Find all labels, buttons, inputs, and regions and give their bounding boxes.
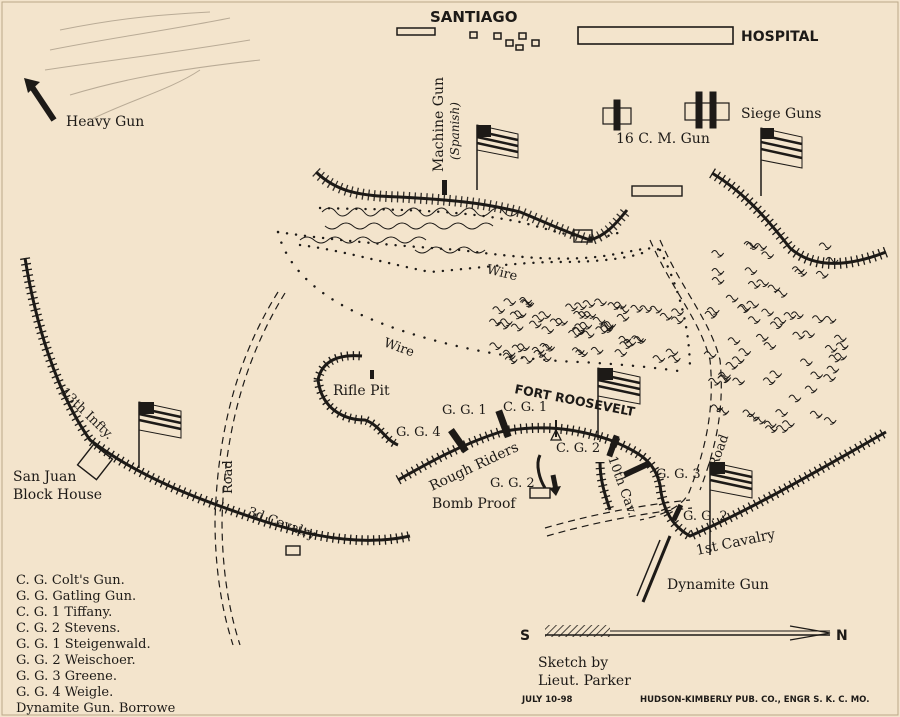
hospital-label: HOSPITAL: [741, 29, 818, 45]
heavy-gun-label: Heavy Gun: [66, 114, 144, 130]
flag-icon: [760, 127, 803, 196]
colt-gun-markers: [549, 420, 563, 496]
flag-icon: [138, 401, 182, 468]
engraver-label: HUDSON-KIMBERLY PUB. CO., ENGR S. K. C. …: [640, 695, 869, 705]
san-juan-label: San Juan: [13, 469, 76, 485]
machine-gun-icon: [442, 180, 447, 195]
sketch-by-label: Sketch by: [538, 655, 608, 671]
date-label: JULY 10-98: [521, 695, 573, 705]
south-label: S: [520, 628, 530, 644]
road-label-right: Road: [707, 433, 733, 470]
wire-label-upper: Wire: [485, 262, 519, 284]
flag-icon: [476, 124, 519, 190]
scale-bar: [545, 625, 831, 641]
siege-guns-label: Siege Guns: [741, 106, 821, 122]
legend-item: G. G. 3 Greene.: [16, 669, 117, 684]
legend-item: C. G. 2 Stevens.: [16, 621, 120, 636]
legend: C. G. Colt's Gun. G. G. Gatling Gun. C. …: [16, 573, 176, 716]
heavy-gun-icon: [24, 78, 57, 122]
siege-guns-icon: [602, 91, 730, 131]
santiago-label: SANTIAGO: [430, 8, 517, 26]
legend-item: G. G. 2 Weischoer.: [16, 653, 136, 668]
cg1-label: C. G. 1: [503, 400, 547, 415]
dynamite-gun-icon: [636, 535, 672, 603]
road-label-left: Road: [221, 460, 236, 494]
brush-field: [488, 241, 849, 433]
gg3-label: G. G. 3: [656, 467, 701, 482]
spanish-label: (Spanish): [448, 102, 462, 160]
rifle-pit-label: Rifle Pit: [333, 383, 390, 399]
wire-entanglement: [276, 206, 692, 374]
gg1-label: G. G. 1: [442, 403, 487, 418]
fort-roosevelt-works: [313, 351, 889, 542]
block-house-label: Block House: [13, 487, 102, 503]
gatling-gun-markers: [370, 370, 684, 522]
legend-item: G. G. 1 Steigenwald.: [16, 637, 151, 652]
cg2-label: C. G. 2: [556, 441, 600, 456]
road-left: [214, 291, 286, 646]
machine-gun-label: Machine Gun: [431, 77, 447, 172]
wire-label-lower: Wire: [382, 336, 417, 361]
flag-icon: [709, 461, 753, 555]
gg2-center-label: G. G. 2: [490, 476, 535, 491]
dynamite-gun-label: Dynamite Gun: [667, 577, 769, 593]
american-trench-line: [20, 257, 412, 556]
lieut-parker-label: Lieut. Parker: [538, 673, 631, 689]
rough-terrain: [299, 207, 519, 254]
legend-item: Dynamite Gun. Borrowe: [16, 701, 176, 716]
third-cavalry-label: 3d Cavalry: [246, 505, 319, 544]
gg4-label: G. G. 4: [396, 425, 441, 440]
legend-item: C. G. 1 Tiffany.: [16, 605, 112, 620]
flag-icon: [597, 367, 641, 440]
santiago-buildings: [396, 27, 540, 51]
first-cavalry-label: 1st Cavalry: [695, 526, 777, 558]
cm-gun-label: 16 C. M. Gun: [616, 131, 710, 147]
legend-item: G. G. Gatling Gun.: [16, 589, 136, 604]
hill-contours: [44, 11, 261, 121]
north-label: N: [836, 628, 848, 644]
road-right: [544, 239, 722, 537]
hospital-building: [577, 26, 734, 45]
legend-item: C. G. Colt's Gun.: [16, 573, 125, 588]
legend-item: G. G. 4 Weigle.: [16, 685, 113, 700]
bomb-proof-label: Bomb Proof: [432, 496, 517, 512]
spanish-trench-right: [709, 168, 888, 269]
gg2-right-label: G. G. 2: [683, 509, 728, 524]
spanish-trench-line: [312, 167, 683, 246]
